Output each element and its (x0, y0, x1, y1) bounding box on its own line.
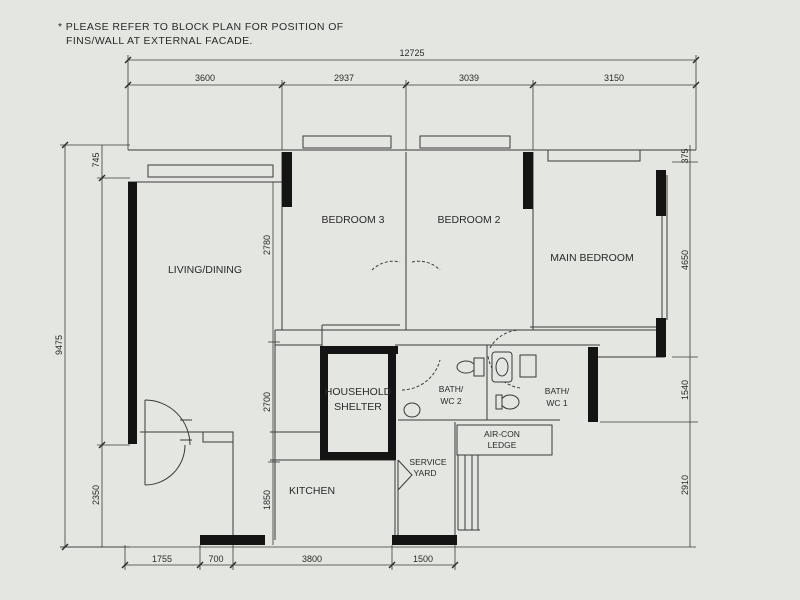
dim-inner-middle: 2700 (262, 392, 272, 412)
room-kitchen: KITCHEN (289, 485, 335, 497)
dim-top-1: 3600 (195, 73, 215, 83)
dim-overall-width: 12725 (399, 48, 424, 58)
dim-inner-upper: 2780 (262, 235, 272, 255)
room-household-shelter-line1: HOUSEHOLD (325, 386, 392, 398)
room-labels: LIVING/DINING BEDROOM 3 BEDROOM 2 MAIN B… (168, 214, 634, 497)
room-bath-2-line1: BATH/ (439, 384, 464, 394)
toilet-icon (500, 394, 520, 410)
dim-top-2: 2937 (334, 73, 354, 83)
dim-right-b: 1540 (680, 380, 690, 400)
dimension-labels: 12725 3600 2937 3039 3150 1755 700 3800 … (54, 48, 690, 564)
dim-right-top: 375 (680, 148, 690, 163)
basin-icon (495, 357, 509, 377)
dim-top-4: 3150 (604, 73, 624, 83)
dim-inner-lower: 1850 (262, 490, 272, 510)
room-bedroom-2: BEDROOM 2 (437, 214, 500, 226)
dimension-lines (60, 55, 698, 570)
room-bath-1-line2: WC 1 (546, 398, 568, 408)
room-aircon-ledge-line2: LEDGE (488, 440, 517, 450)
dim-right-c: 2910 (680, 475, 690, 495)
structural-walls (128, 152, 666, 545)
basin-icon (456, 360, 476, 374)
toilet-icon (403, 402, 421, 418)
bath-fixtures (403, 351, 537, 418)
room-bath-2-line2: WC 2 (440, 396, 462, 406)
room-bedroom-3: BEDROOM 3 (321, 214, 384, 226)
room-service-yard-line2: YARD (414, 468, 437, 478)
room-service-yard-line1: SERVICE (409, 457, 446, 467)
door-swings (371, 260, 521, 391)
dim-bottom-2: 700 (208, 554, 223, 564)
dim-bottom-4: 1500 (413, 554, 433, 564)
dim-top-3: 3039 (459, 73, 479, 83)
plan-note: * PLEASE REFER TO BLOCK PLAN FOR POSITIO… (58, 20, 344, 48)
dim-left-bottom: 2350 (91, 485, 101, 505)
dim-left-overall: 9475 (54, 335, 64, 355)
plan-note-line-2: FINS/WALL AT EXTERNAL FACADE. (66, 35, 253, 47)
cabinet-icon (473, 357, 485, 377)
dim-left-top: 745 (91, 152, 101, 167)
room-household-shelter-line2: SHELTER (334, 401, 382, 413)
room-main-bedroom: MAIN BEDROOM (550, 252, 633, 264)
dimension-ticks (61, 56, 700, 569)
partition-lines (128, 135, 696, 540)
room-bath-1-line1: BATH/ (545, 386, 570, 396)
room-living-dining: LIVING/DINING (168, 264, 242, 276)
dim-right-a: 4650 (680, 250, 690, 270)
cabinet-icon (519, 354, 537, 378)
toilet-tank-icon (495, 394, 503, 410)
plan-note-line-1: * PLEASE REFER TO BLOCK PLAN FOR POSITIO… (58, 21, 344, 33)
room-aircon-ledge-line1: AIR-CON (484, 429, 520, 439)
dim-bottom-1: 1755 (152, 554, 172, 564)
dim-bottom-3: 3800 (302, 554, 322, 564)
